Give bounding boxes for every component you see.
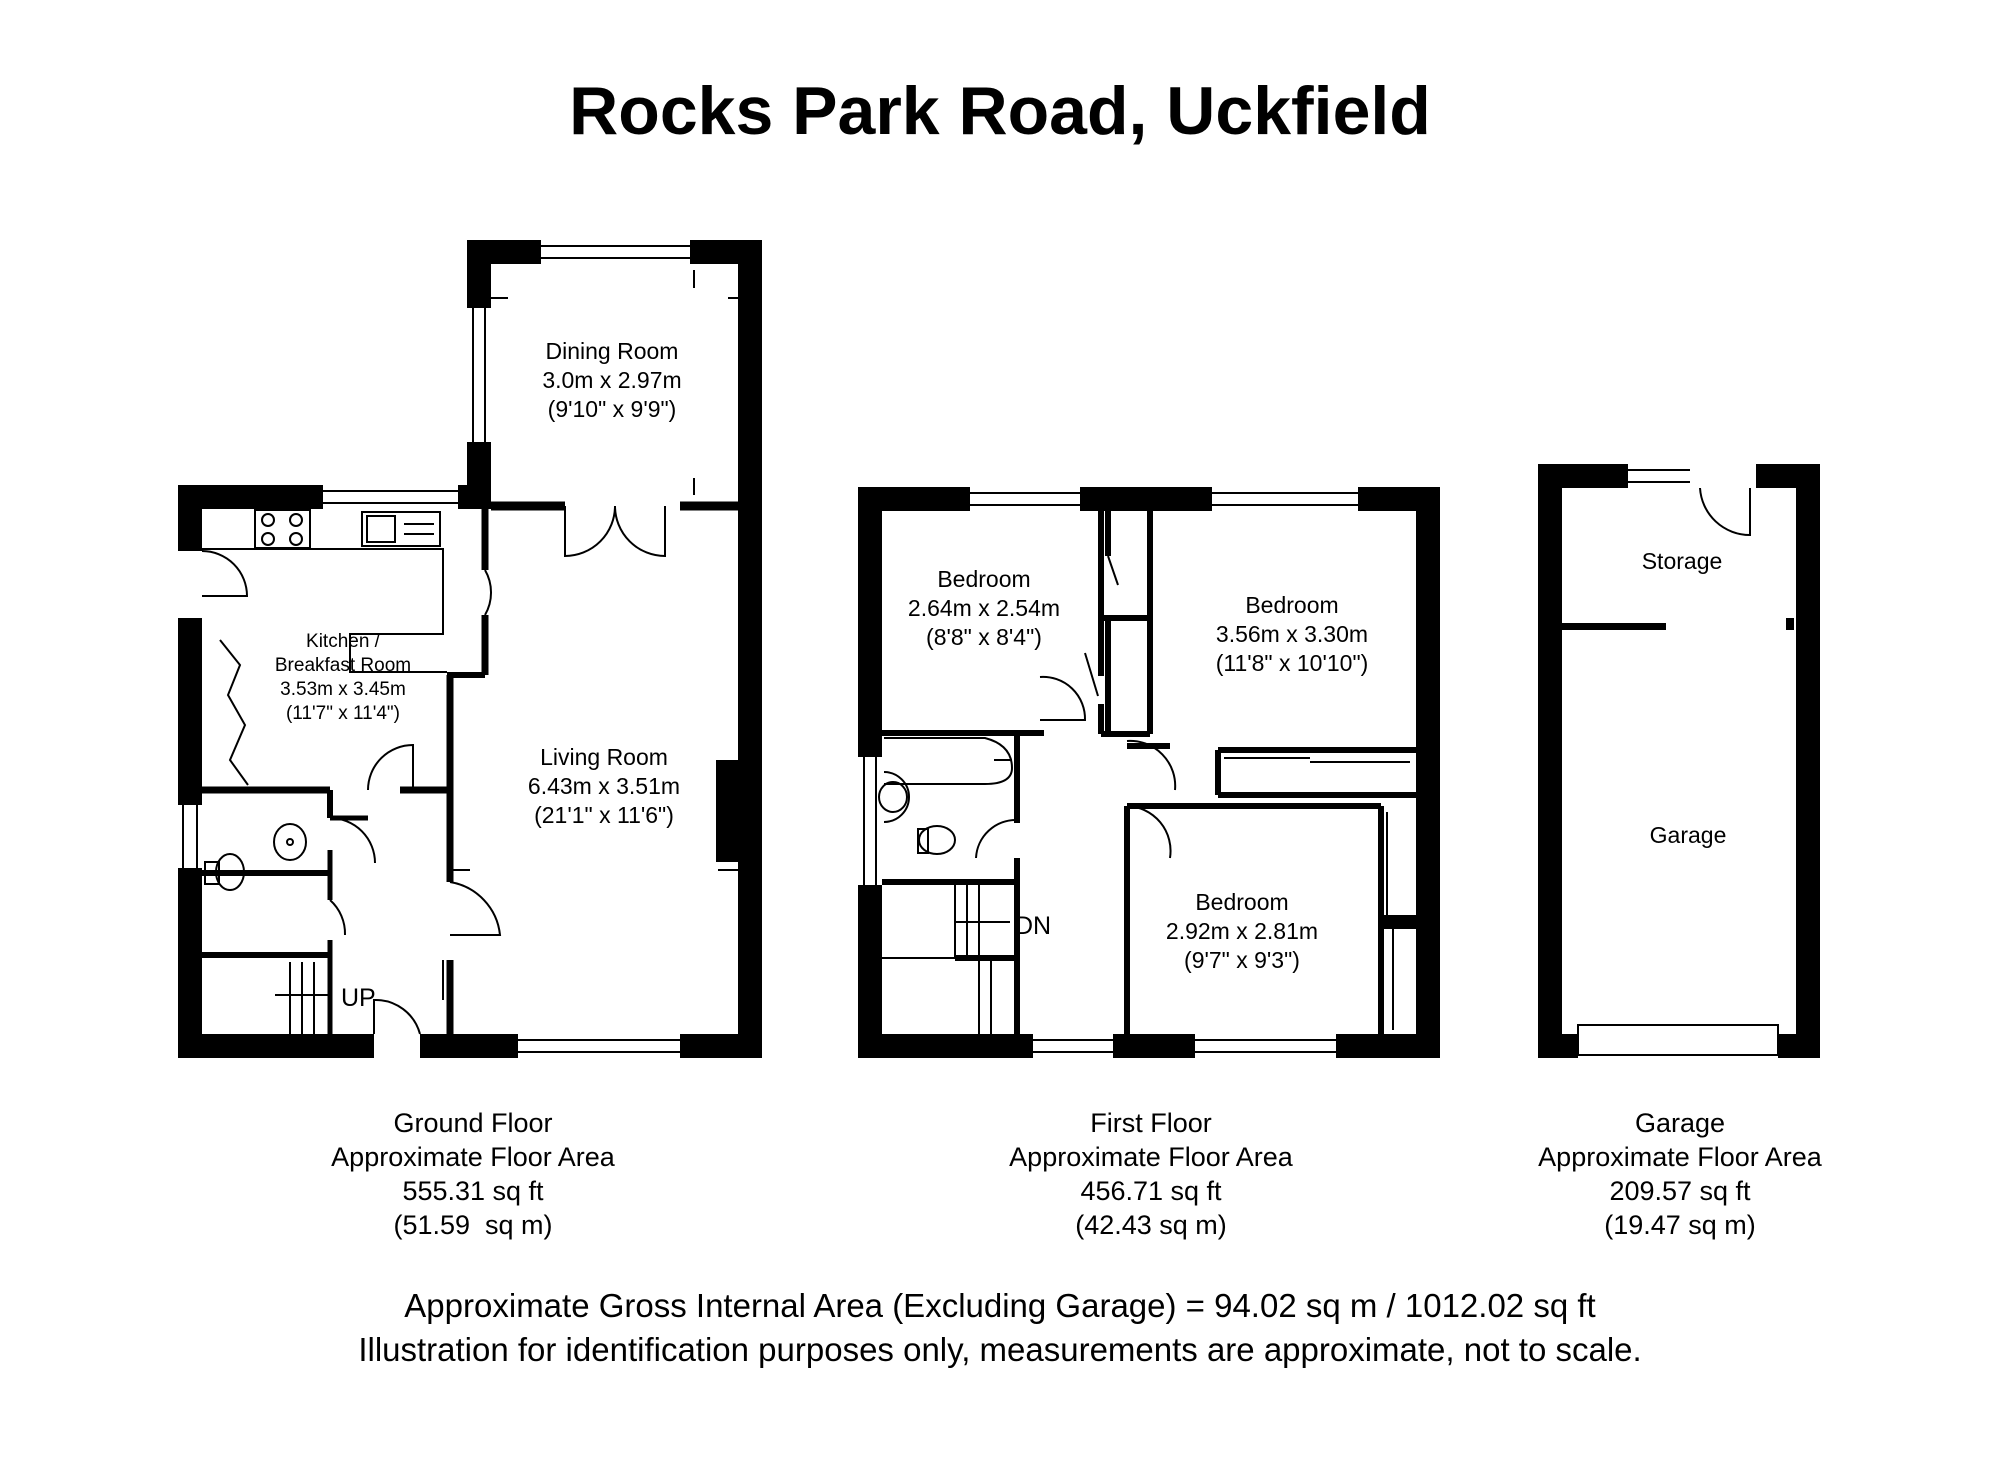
floor-area-label: Approximate Floor Area [331, 1142, 615, 1172]
kitchen-name-2: Breakfast Room [275, 655, 411, 676]
living-room-name: Living Room [540, 744, 668, 770]
bedroom-2-name: Bedroom [1245, 592, 1338, 618]
bedroom-1-imperial: (8'8" x 8'4") [926, 624, 1042, 650]
dining-room-imperial: (9'10" x 9'9") [548, 396, 677, 422]
first-floor-details [863, 492, 1410, 1053]
bedroom-3-name: Bedroom [1195, 889, 1288, 915]
living-room-imperial: (21'1" x 11'6") [534, 802, 674, 828]
dining-room-metric: 3.0m x 2.97m [542, 367, 681, 393]
bedroom-1-name: Bedroom [937, 566, 1030, 592]
stairs-down-label: DN [1015, 912, 1051, 940]
kitchen-metric: 3.53m x 3.45m [280, 679, 406, 700]
floor-area-sqft: 555.31 sq ft [402, 1176, 544, 1206]
dining-room-name: Dining Room [546, 338, 679, 364]
ground-floor-internal [182, 245, 745, 1053]
bedroom-3-imperial: (9'7" x 9'3") [1184, 947, 1300, 973]
first-floor-plan [858, 487, 1440, 1058]
floor-area-label: Approximate Floor Area [1009, 1142, 1293, 1172]
disclaimer: Illustration for identification purposes… [358, 1331, 1642, 1368]
ground-floor-plan [178, 240, 762, 1058]
kitchen-name-1: Kitchen / [306, 631, 381, 652]
floor-area-sqft: 209.57 sq ft [1609, 1176, 1751, 1206]
floor-area-sqm: (19.47 sq m) [1604, 1210, 1756, 1240]
living-room-metric: 6.43m x 3.51m [528, 773, 680, 799]
footer: Approximate Gross Internal Area (Excludi… [0, 1284, 2000, 1372]
bedroom-2-metric: 3.56m x 3.30m [1216, 621, 1368, 647]
stairs-up-label: UP [341, 984, 376, 1012]
room-labels: Dining Room 3.0m x 2.97m (9'10" x 9'9") … [275, 338, 1726, 973]
kitchen-imperial: (11'7" x 11'4") [286, 703, 400, 724]
page-title: Rocks Park Road, Uckfield [569, 73, 1431, 149]
gross-area-note: Approximate Gross Internal Area (Excludi… [404, 1287, 1596, 1324]
floor-area-sqm: (42.43 sq m) [1075, 1210, 1227, 1240]
garage-plan [1538, 464, 1820, 1058]
garage-details [1577, 469, 1779, 1056]
floor-name: Garage [1634, 1108, 1726, 1138]
first-floor-internal [882, 511, 1416, 1034]
floor-area-sqft: 456.71 sq ft [1080, 1176, 1222, 1206]
bedroom-3-metric: 2.92m x 2.81m [1166, 918, 1318, 944]
ground-floor-caption: Ground Floor Approximate Floor Area 555.… [253, 1106, 693, 1242]
floor-name: Ground Floor [393, 1108, 553, 1138]
floor-area-label: Approximate Floor Area [1538, 1142, 1822, 1172]
floor-name: First Floor [1090, 1108, 1212, 1138]
storage-label: Storage [1642, 548, 1723, 574]
bedroom-1-metric: 2.64m x 2.54m [908, 595, 1060, 621]
garage-label: Garage [1650, 822, 1727, 848]
bedroom-2-imperial: (11'8" x 10'10") [1216, 650, 1369, 676]
first-floor-caption: First Floor Approximate Floor Area 456.7… [931, 1106, 1371, 1242]
floor-area-sqm: (51.59 sq m) [393, 1210, 553, 1240]
garage-caption: Garage Approximate Floor Area 209.57 sq … [1460, 1106, 1900, 1242]
